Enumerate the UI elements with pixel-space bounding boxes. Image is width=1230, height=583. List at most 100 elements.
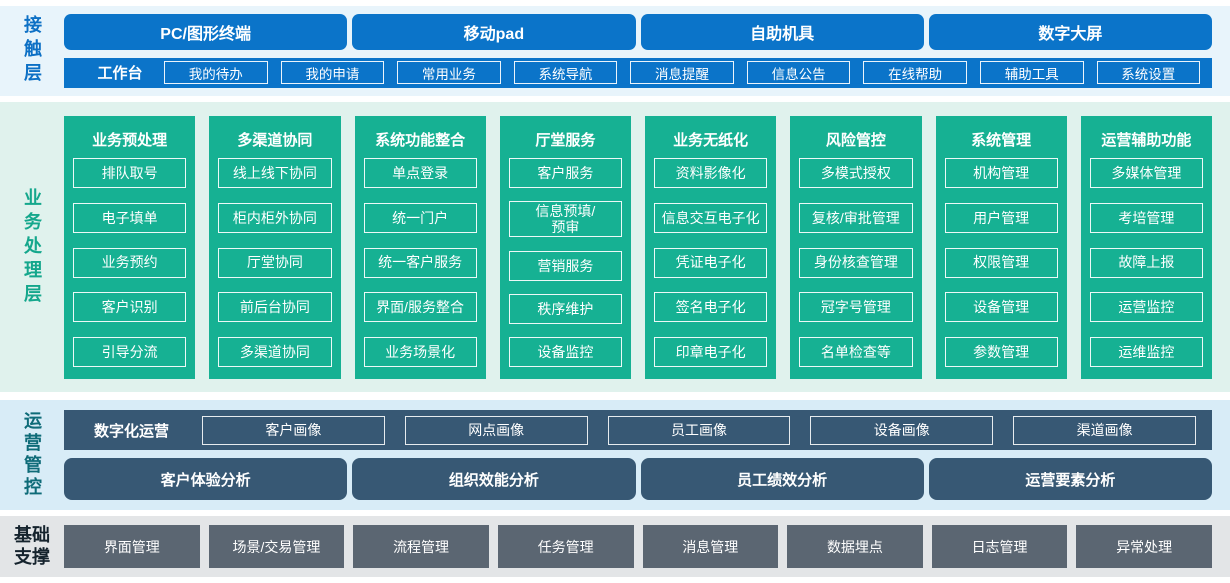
function-group: 业务预处理 排队取号 电子填单 业务预约 客户识别 — [64, 116, 196, 379]
function-group: 厅堂服务 客户服务 信息预填/ 预审 营销服务 秩序维护 — [499, 116, 631, 379]
function-group-title: 运营辅助功能 — [1101, 131, 1192, 149]
function-item: 业务预约 — [73, 247, 187, 278]
workbench-item: 系统导航 — [513, 61, 618, 85]
function-item: 机构管理 — [944, 158, 1058, 188]
function-item: 引导分流 — [73, 337, 187, 367]
function-item: 用户管理 — [944, 202, 1058, 233]
function-group-title: 风险管控 — [825, 131, 886, 149]
function-item: 多模式授权 — [799, 158, 913, 188]
base-layer-body: 界面管理 场景/交易管理 流程管理 任务管理 消息管理 数据埋点 日志管理 异常… — [64, 525, 1230, 568]
function-group-title: 系统功能整合 — [375, 131, 466, 149]
contact-layer-body: PC/图形终端 移动pad 自助机具 数字大屏 工作台 我的待办 我的申请 — [64, 14, 1230, 88]
function-item: 多渠道协同 — [218, 337, 332, 367]
contact-layer: 接触层 PC/图形终端 移动pad 自助机具 数字大屏 工作台 我的待 — [0, 6, 1230, 96]
function-item: 客户识别 — [73, 292, 187, 323]
analysis-box: 客户体验分析 — [64, 458, 348, 500]
profile-item: 渠道画像 — [1013, 415, 1196, 445]
base-items: 界面管理 场景/交易管理 流程管理 任务管理 消息管理 数据埋点 日志管理 异常… — [64, 525, 1212, 568]
function-item: 柜内柜外协同 — [218, 202, 332, 233]
function-item: 复核/审批管理 — [799, 202, 913, 233]
function-item: 前后台协同 — [218, 292, 332, 323]
workbench-item: 消息提醒 — [630, 61, 734, 85]
profile-item: 客户画像 — [202, 415, 385, 445]
function-group-items: 排队取号 电子填单 业务预约 客户识别 引导分流 — [73, 158, 187, 367]
function-columns: 业务预处理 排队取号 电子填单 业务预约 客户识别 — [64, 116, 1212, 379]
base-item: 数据埋点 — [787, 525, 923, 568]
workbench-item: 辅助工具 — [979, 61, 1084, 85]
function-group: 业务无纸化 资料影像化 信息交互电子化 凭证电子化 签名电子化 — [645, 116, 777, 379]
profile-items: 客户画像 网点画像 员工画像 设备画像 渠道画像 — [202, 415, 1196, 445]
function-item: 印章电子化 — [654, 337, 768, 367]
function-item: 资料影像化 — [654, 158, 768, 188]
workbench-item: 信息公告 — [746, 61, 851, 85]
function-item: 厅堂协同 — [218, 247, 332, 278]
business-layer-label: 业务处理层 — [22, 187, 42, 308]
function-group-items: 线上线下协同 柜内柜外协同 厅堂协同 前后台协同 多渠道协同 — [218, 158, 332, 367]
function-item: 运维监控 — [1089, 337, 1203, 367]
profile-item: 网点画像 — [404, 415, 588, 445]
function-group-title: 多渠道协同 — [237, 131, 313, 149]
function-group-items: 多媒体管理 考培管理 故障上报 运营监控 运维监控 — [1089, 158, 1203, 367]
base-layer-label-col: 基础支撑 — [0, 525, 64, 568]
function-item: 排队取号 — [73, 158, 187, 188]
workbench-bar: 工作台 我的待办 我的申请 常用业务 系统导航 消息提醒 信息公告 — [64, 57, 1212, 88]
analysis-box: 运营要素分析 — [928, 458, 1212, 500]
function-item: 电子填单 — [73, 202, 187, 233]
function-group: 多渠道协同 线上线下协同 柜内柜外协同 厅堂协同 前后台协同 — [209, 116, 341, 379]
base-layer-label: 基础支撑 — [14, 524, 50, 567]
function-item: 运营监控 — [1089, 292, 1203, 323]
function-item: 信息交互电子化 — [654, 202, 768, 233]
business-layer-body: 业务预处理 排队取号 电子填单 业务预约 客户识别 — [64, 116, 1230, 379]
business-layer-label-col: 业务处理层 — [0, 116, 64, 379]
workbench-item: 我的待办 — [164, 61, 268, 85]
workbench-label: 工作台 — [97, 65, 143, 83]
function-item: 信息预填/ 预审 — [508, 201, 622, 238]
base-item: 流程管理 — [353, 525, 489, 568]
analysis-box: 员工绩效分析 — [640, 458, 924, 500]
profile-item: 设备画像 — [810, 415, 994, 445]
function-item: 统一客户服务 — [363, 247, 477, 278]
function-item: 秩序维护 — [508, 293, 622, 324]
terminal-channel-box: 数字大屏 — [928, 14, 1212, 50]
terminal-channel-box: 自助机具 — [640, 14, 924, 50]
function-group-items: 机构管理 用户管理 权限管理 设备管理 参数管理 — [944, 158, 1058, 367]
function-group: 风险管控 多模式授权 复核/审批管理 身份核查管理 冠字号管理 — [790, 116, 922, 379]
function-item: 考培管理 — [1089, 202, 1203, 233]
function-item: 参数管理 — [944, 337, 1058, 367]
function-group-items: 多模式授权 复核/审批管理 身份核查管理 冠字号管理 名单检查等 — [799, 158, 913, 367]
base-item: 日志管理 — [931, 525, 1068, 568]
analysis-row: 客户体验分析 组织效能分析 员工绩效分析 运营要素分析 — [64, 458, 1212, 500]
function-item: 业务场景化 — [363, 337, 477, 367]
analysis-box: 组织效能分析 — [352, 458, 636, 500]
digital-ops-bar: 数字化运营 客户画像 网点画像 员工画像 设备画像 渠道画像 — [64, 410, 1212, 450]
terminal-channel-box: 移动pad — [352, 14, 636, 50]
function-group-items: 资料影像化 信息交互电子化 凭证电子化 签名电子化 印章电子化 — [654, 158, 768, 367]
workbench-item: 系统设置 — [1096, 61, 1201, 85]
workbench-item: 我的申请 — [280, 61, 385, 85]
function-group-title: 系统管理 — [971, 131, 1032, 149]
function-item: 统一门户 — [363, 202, 477, 233]
function-group-title: 业务预处理 — [92, 131, 168, 149]
ops-layer-body: 数字化运营 客户画像 网点画像 员工画像 设备画像 渠道画像 — [64, 410, 1230, 500]
base-support-layer: 基础支撑 界面管理 场景/交易管理 流程管理 任务管理 消息管理 数据埋点 日志… — [0, 516, 1230, 577]
workbench-item: 在线帮助 — [863, 61, 967, 85]
function-item: 设备管理 — [944, 292, 1058, 323]
workbench-items: 我的待办 我的申请 常用业务 系统导航 消息提醒 信息公告 在线帮助 辅助工具 — [164, 61, 1201, 85]
workbench-item: 常用业务 — [397, 61, 501, 85]
contact-layer-label-col: 接触层 — [0, 14, 64, 88]
ops-layer-label-col: 运营管控 — [0, 410, 64, 500]
function-item: 名单检查等 — [799, 337, 913, 367]
profile-item: 员工画像 — [607, 415, 791, 445]
function-group-items: 单点登录 统一门户 统一客户服务 界面/服务整合 业务场景化 — [363, 158, 477, 367]
function-item: 故障上报 — [1089, 247, 1203, 278]
function-group-title: 厅堂服务 — [535, 131, 596, 149]
base-item: 消息管理 — [642, 525, 779, 568]
base-item: 任务管理 — [497, 525, 634, 568]
function-item: 单点登录 — [363, 158, 477, 188]
function-item: 身份核查管理 — [799, 247, 913, 278]
operations-control-layer: 运营管控 数字化运营 客户画像 网点画像 员工画像 设备画像 渠道画像 — [0, 400, 1230, 510]
digital-ops-label: 数字化运营 — [94, 422, 170, 440]
function-item: 冠字号管理 — [799, 292, 913, 323]
terminal-row: PC/图形终端 移动pad 自助机具 数字大屏 — [64, 14, 1212, 50]
